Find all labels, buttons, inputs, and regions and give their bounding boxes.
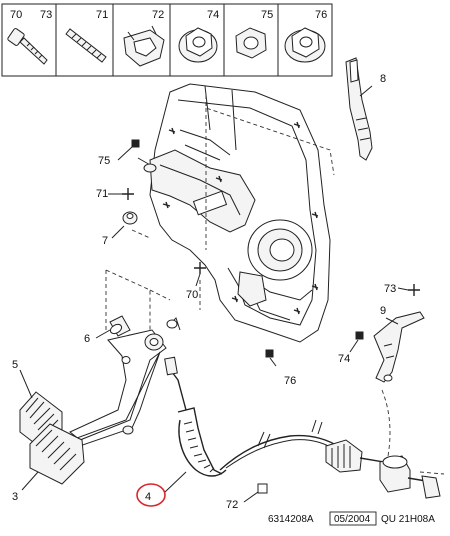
callout-8: 8 bbox=[380, 73, 386, 85]
housing-studs bbox=[162, 121, 319, 315]
bushing-7 bbox=[122, 211, 138, 225]
part-8-bracket bbox=[345, 57, 373, 161]
header-label-76: 76 bbox=[315, 9, 327, 21]
leader-line bbox=[243, 491, 259, 503]
leader-line bbox=[195, 273, 201, 287]
callout-6: 6 bbox=[84, 333, 90, 345]
footer-date: 05/2004 bbox=[334, 514, 371, 525]
footer-reference: 6314208A 05/2004 QU 21H08A bbox=[268, 511, 435, 526]
callout-7: 7 bbox=[102, 235, 108, 247]
header-label-71: 71 bbox=[96, 9, 108, 21]
header-frame bbox=[1, 3, 333, 77]
stud-icon bbox=[65, 28, 107, 63]
callout-70: 70 bbox=[186, 289, 198, 301]
footer-model-code: QU 21H08A bbox=[381, 514, 435, 525]
flange-nut-icon bbox=[284, 27, 326, 63]
leader-line bbox=[397, 287, 409, 291]
header-label-74: 74 bbox=[207, 9, 219, 21]
callout-3: 3 bbox=[12, 491, 18, 503]
callout-71: 71 bbox=[96, 188, 108, 200]
callout-75: 75 bbox=[98, 155, 110, 167]
highlight-circle bbox=[136, 483, 166, 507]
pedal-box-housing bbox=[131, 83, 331, 343]
header-label-70: 70 bbox=[10, 9, 22, 21]
clutch-cable bbox=[164, 356, 445, 499]
leader-line bbox=[19, 369, 33, 399]
pedal-arms bbox=[64, 317, 181, 449]
bolt-icon bbox=[7, 28, 48, 65]
leader-line bbox=[385, 317, 399, 325]
part-9-bracket bbox=[373, 311, 425, 383]
leader-line bbox=[164, 471, 187, 493]
callout-76: 76 bbox=[284, 375, 296, 387]
nut-76-marker bbox=[265, 349, 274, 358]
callout-73: 73 bbox=[384, 283, 396, 295]
cross-marker-71 bbox=[122, 188, 134, 200]
callout-5: 5 bbox=[12, 359, 18, 371]
leader-line bbox=[117, 146, 133, 161]
header-label-73: 73 bbox=[40, 9, 52, 21]
leader-line bbox=[359, 85, 373, 97]
footer-ref-code: 6314208A bbox=[268, 514, 314, 525]
hex-nut-icon bbox=[235, 27, 267, 59]
stud-75-marker bbox=[131, 139, 140, 148]
leader-line bbox=[95, 329, 111, 339]
footer-date-box bbox=[329, 511, 377, 526]
leader-line bbox=[269, 357, 277, 367]
clip-icon bbox=[123, 25, 165, 67]
cross-marker-70 bbox=[194, 262, 206, 274]
nut-74-marker bbox=[355, 331, 364, 340]
callout-74: 74 bbox=[338, 353, 350, 365]
callout-4: 4 bbox=[145, 491, 151, 503]
leader-line bbox=[21, 471, 39, 491]
callout-72: 72 bbox=[226, 499, 238, 511]
pedal-pad-3 bbox=[29, 423, 85, 485]
flange-nut-icon bbox=[178, 27, 218, 63]
clip-72-marker bbox=[257, 483, 268, 494]
part-6-pin bbox=[109, 315, 131, 337]
leader-line bbox=[111, 225, 125, 239]
cross-marker-73 bbox=[408, 284, 420, 296]
leader-line bbox=[349, 339, 359, 353]
callout-9: 9 bbox=[380, 305, 386, 317]
header-label-72: 72 bbox=[152, 9, 164, 21]
header-label-75: 75 bbox=[261, 9, 273, 21]
header-parts-strip: 70 73 71 72 74 75 76 bbox=[1, 3, 333, 77]
alignment-dashes bbox=[105, 95, 335, 330]
